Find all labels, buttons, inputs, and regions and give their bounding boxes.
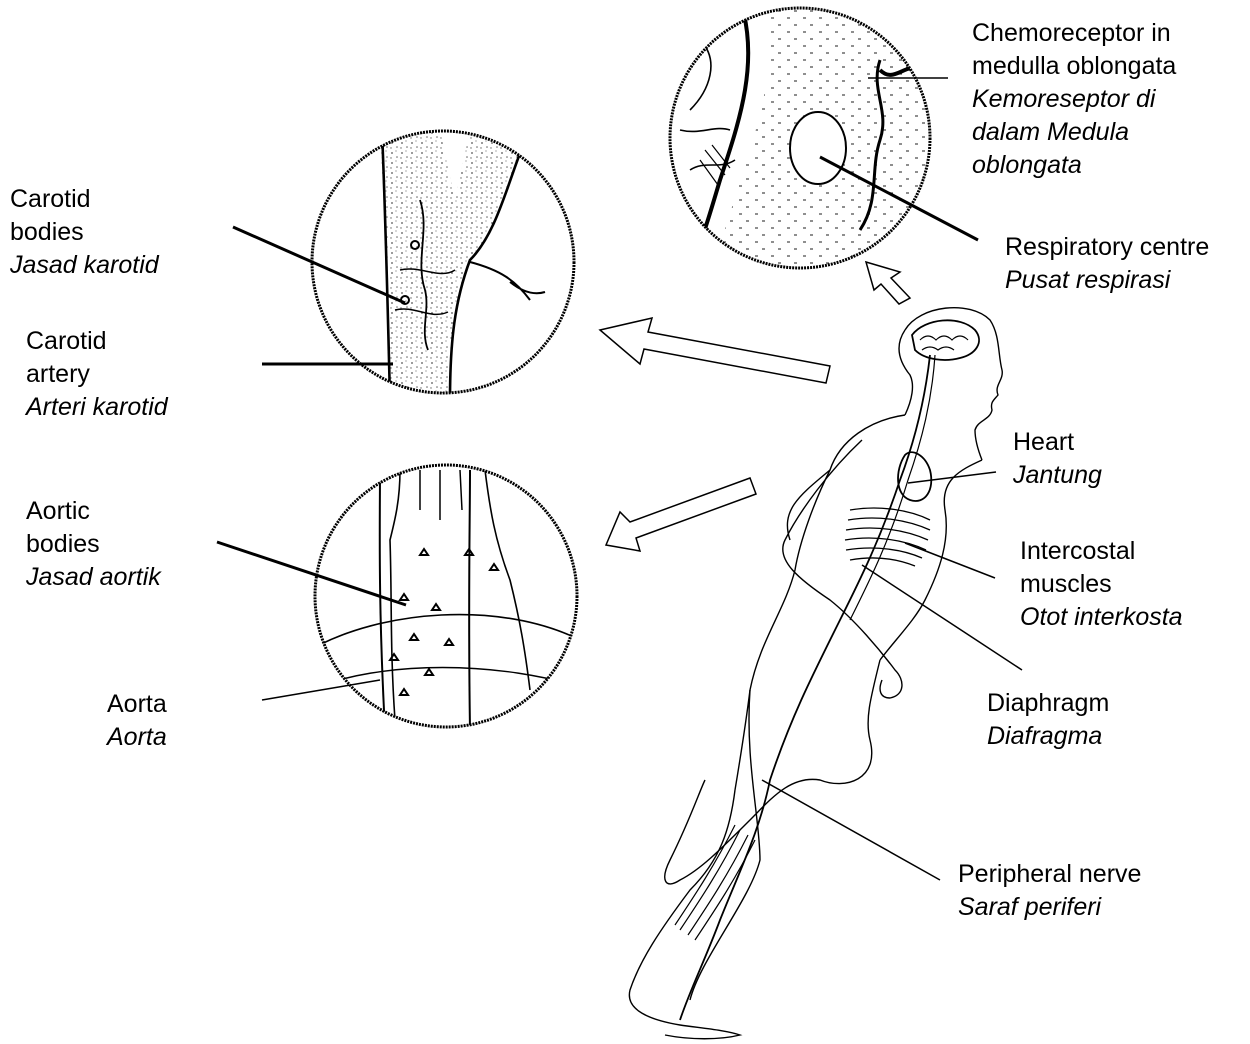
label-chemoreceptor: Chemoreceptor in medulla oblongata Kemor… — [972, 17, 1176, 182]
label-chemoreceptor-ms-3: oblongata — [972, 149, 1176, 182]
carotid-magnifier — [312, 130, 574, 400]
label-intercostal-muscles: Intercostal muscles Otot interkosta — [1020, 535, 1183, 634]
label-aorta-en: Aorta — [107, 688, 167, 721]
medulla-magnifier — [670, 0, 950, 290]
running-figure — [629, 308, 1002, 1039]
label-carotid-artery: Carotid artery Arteri karotid — [26, 325, 168, 424]
leader-peripheral-nerve — [762, 780, 940, 880]
label-aorta: Aorta Aorta — [107, 688, 167, 754]
leader-intercostal — [905, 543, 995, 578]
leader-diaphragm — [862, 565, 1022, 670]
arrow-to-medulla — [866, 262, 910, 304]
label-chemoreceptor-ms-2: dalam Medula — [972, 116, 1176, 149]
label-intercostal-en-2: muscles — [1020, 568, 1183, 601]
aortic-magnifier — [310, 465, 590, 730]
label-carotid-bodies-en-1: Carotid — [10, 183, 159, 216]
label-diaphragm-en: Diaphragm — [987, 687, 1109, 720]
label-aortic-bodies-en-1: Aortic — [26, 495, 161, 528]
label-carotid-bodies-ms: Jasad karotid — [10, 249, 159, 282]
label-peripheral-nerve-en: Peripheral nerve — [958, 858, 1141, 891]
arrow-to-aortic — [606, 478, 756, 551]
label-respiratory-centre: Respiratory centre Pusat respirasi — [1005, 231, 1209, 297]
label-chemoreceptor-en-1: Chemoreceptor in — [972, 17, 1176, 50]
label-peripheral-nerve: Peripheral nerve Saraf periferi — [958, 858, 1141, 924]
label-diaphragm: Diaphragm Diafragma — [987, 687, 1109, 753]
label-carotid-artery-en-2: artery — [26, 358, 168, 391]
label-respiratory-centre-ms: Pusat respirasi — [1005, 264, 1209, 297]
label-aortic-bodies: Aortic bodies Jasad aortik — [26, 495, 161, 594]
label-heart-ms: Jantung — [1013, 459, 1102, 492]
leader-carotid-bodies — [233, 227, 405, 303]
arrow-to-carotid — [600, 318, 830, 383]
label-aortic-bodies-ms: Jasad aortik — [26, 561, 161, 594]
label-intercostal-ms: Otot interkosta — [1020, 601, 1183, 634]
leader-aorta — [262, 680, 380, 700]
label-heart: Heart Jantung — [1013, 426, 1102, 492]
leader-aortic-bodies — [217, 542, 406, 605]
label-aorta-ms: Aorta — [107, 721, 167, 754]
label-chemoreceptor-ms-1: Kemoreseptor di — [972, 83, 1176, 116]
label-respiratory-centre-en: Respiratory centre — [1005, 231, 1209, 264]
label-intercostal-en-1: Intercostal — [1020, 535, 1183, 568]
label-carotid-bodies: Carotid bodies Jasad karotid — [10, 183, 159, 282]
leader-heart — [908, 472, 996, 483]
label-peripheral-nerve-ms: Saraf periferi — [958, 891, 1141, 924]
label-diaphragm-ms: Diafragma — [987, 720, 1109, 753]
label-carotid-artery-en-1: Carotid — [26, 325, 168, 358]
label-carotid-artery-ms: Arteri karotid — [26, 391, 168, 424]
label-aortic-bodies-en-2: bodies — [26, 528, 161, 561]
label-heart-en: Heart — [1013, 426, 1102, 459]
label-chemoreceptor-en-2: medulla oblongata — [972, 50, 1176, 83]
label-carotid-bodies-en-2: bodies — [10, 216, 159, 249]
